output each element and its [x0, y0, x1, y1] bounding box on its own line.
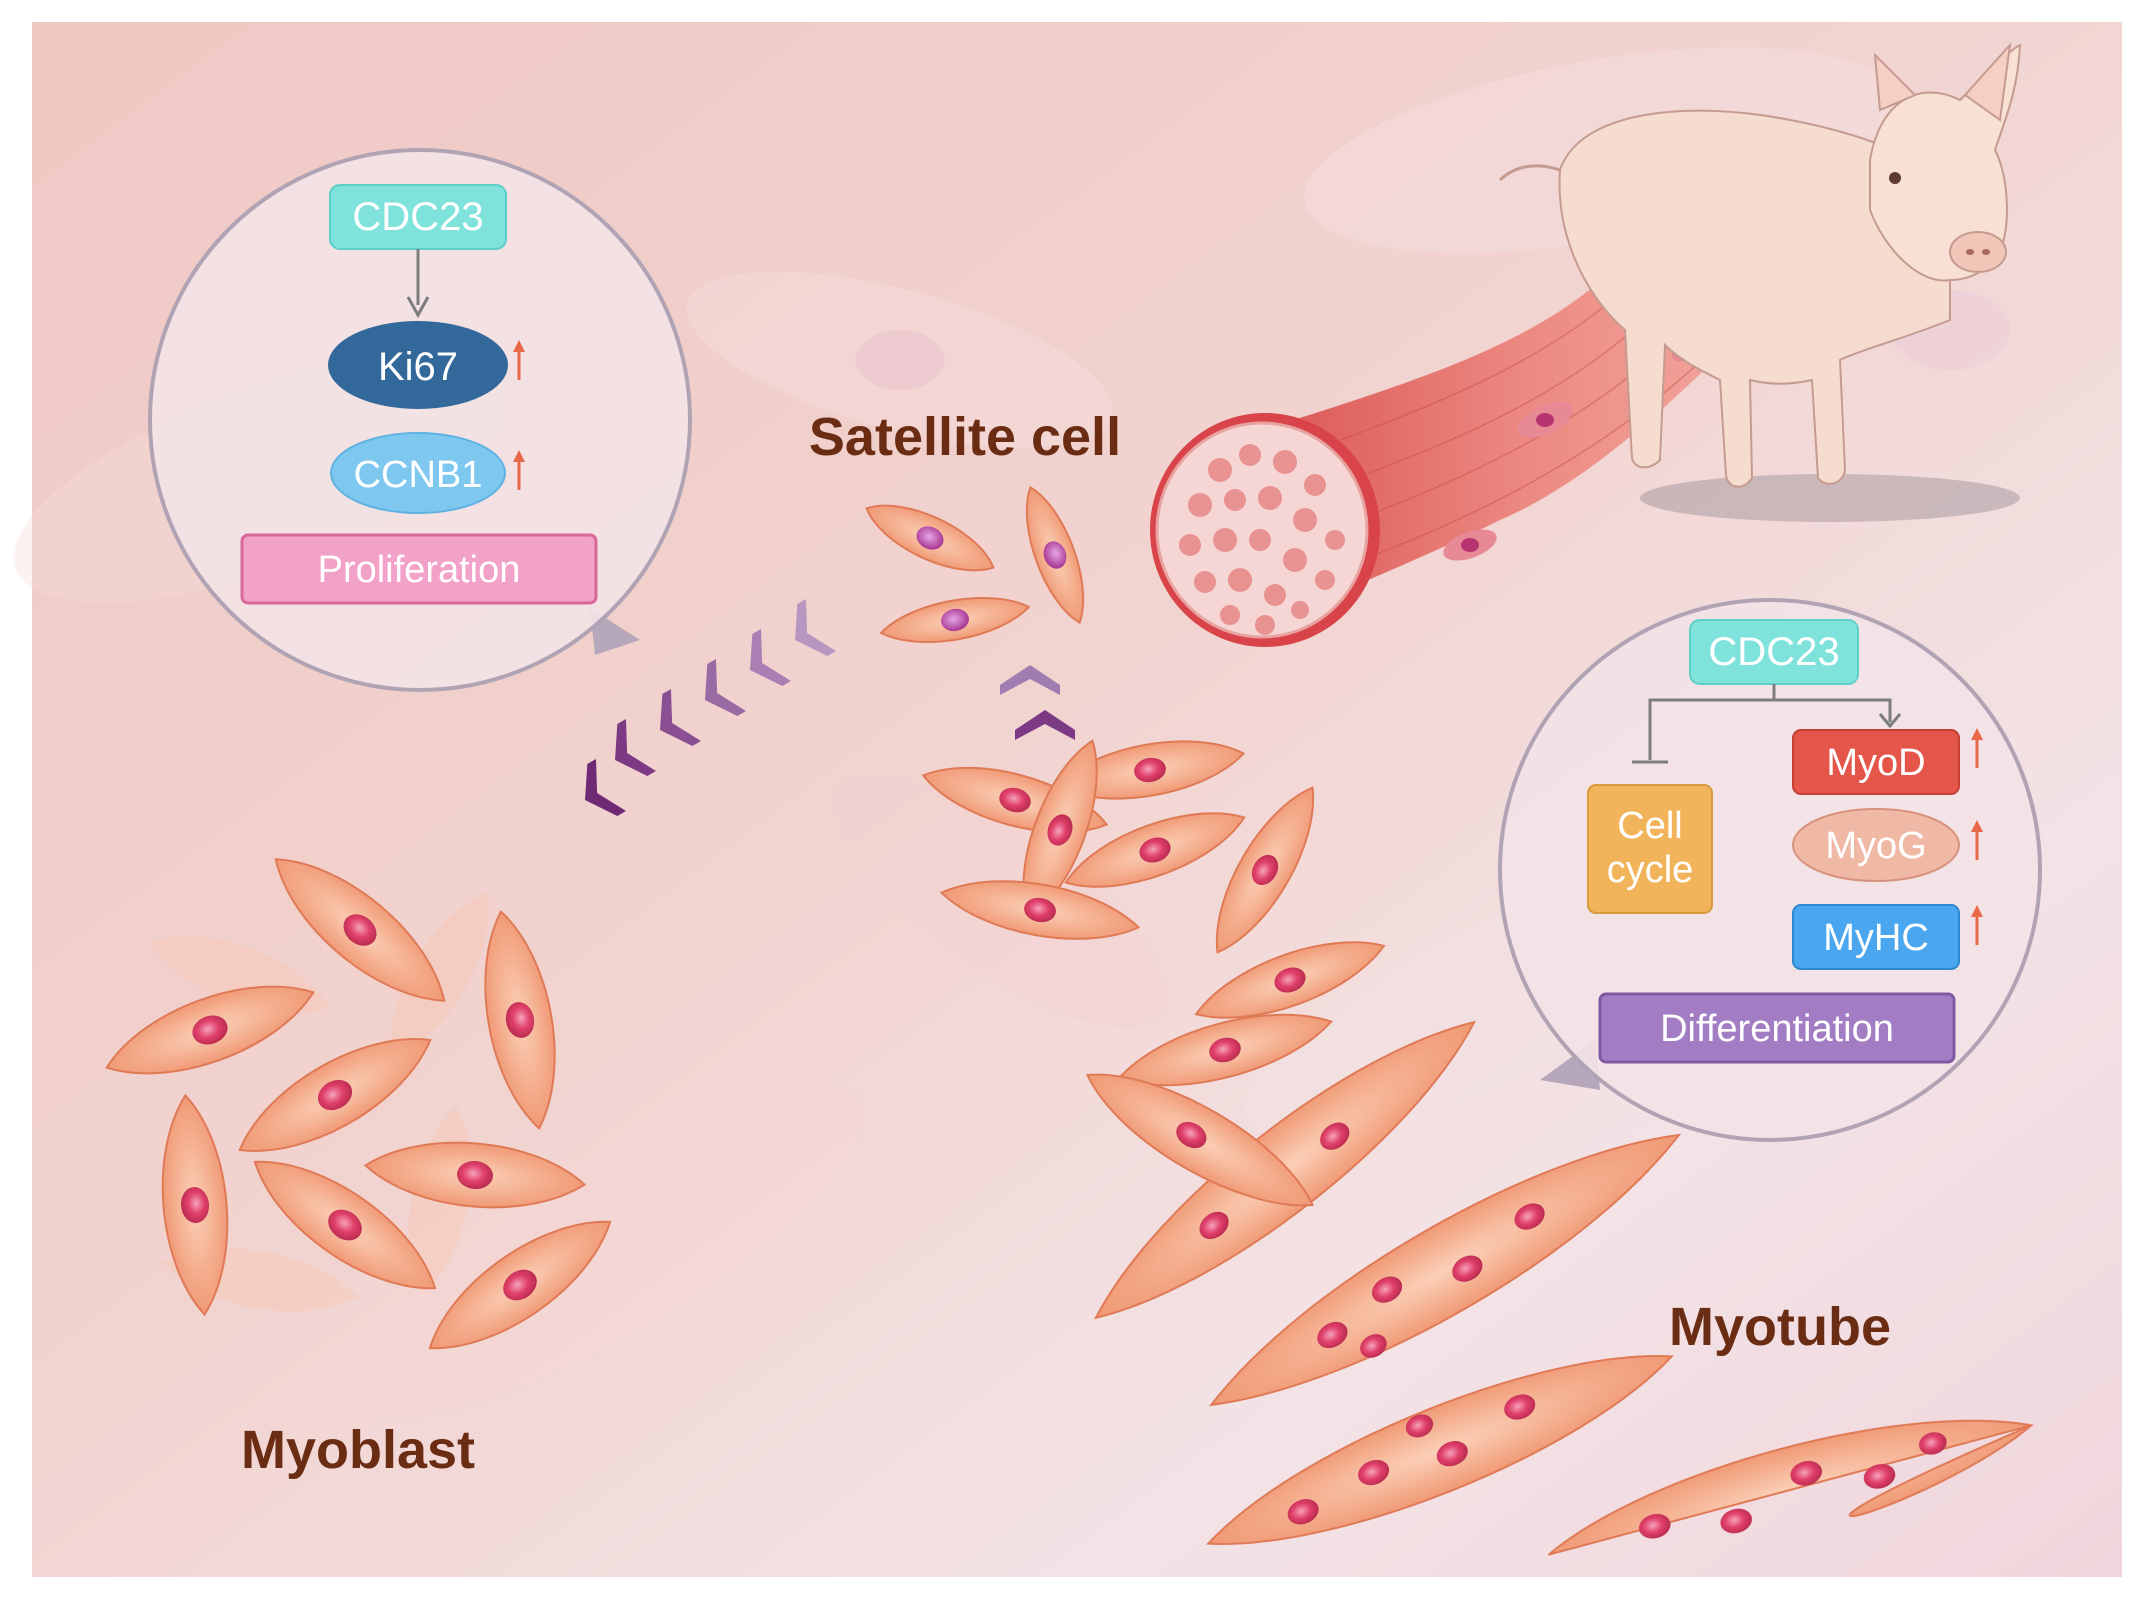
chevron-arrows-proliferation [585, 599, 836, 816]
proliferation-callout [148, 148, 692, 692]
label-myotube: Myotube [1669, 1297, 1891, 1357]
label-myhc: MyHC [1823, 917, 1929, 959]
myhc-box [1792, 904, 1960, 970]
chevron-arrow-icon [1015, 710, 1075, 740]
ki67-oval [328, 321, 508, 409]
myoblast-cluster [105, 858, 612, 1350]
label-myog: MyoG [1825, 825, 1926, 867]
myotube-cluster [1085, 1020, 2034, 1556]
label-ccnb1: CCNB1 [354, 454, 483, 496]
ccnb1-oval [330, 432, 506, 514]
pig-illustration [1498, 41, 2022, 522]
chevron-arrows-differentiation [1000, 665, 1075, 740]
label-satellite-cell: Satellite cell [809, 407, 1121, 467]
cell-cycle-box [1587, 784, 1713, 914]
chevron-arrow-icon [750, 629, 791, 686]
chevron-arrow-icon [795, 599, 836, 656]
label-differentiation: Differentiation [1660, 1008, 1894, 1050]
differentiation-box [1598, 992, 1956, 1064]
chevron-arrow-icon [705, 659, 746, 716]
label-cdc23-diff: CDC23 [1708, 630, 1839, 674]
label-cell-cycle-line1: Cell [1617, 805, 1682, 847]
differentiating-cells [921, 739, 1386, 1087]
chevron-arrow-icon [585, 759, 626, 816]
chevron-arrow-icon [660, 689, 701, 746]
satellite-cell-group [865, 485, 1085, 644]
chevron-arrow-icon [615, 719, 656, 776]
label-cell-cycle-line2: cycle [1607, 849, 1694, 891]
chevron-arrow-icon [1000, 665, 1060, 695]
label-myod: MyoD [1826, 742, 1925, 784]
label-myoblast: Myoblast [241, 1420, 475, 1480]
proliferation-box [240, 533, 598, 605]
differentiation-callout [1498, 598, 2042, 1142]
label-ki67: Ki67 [378, 345, 458, 389]
label-cdc23-prolif: CDC23 [352, 195, 483, 239]
label-proliferation: Proliferation [318, 549, 521, 591]
myog-oval [1792, 808, 1960, 882]
myod-box [1792, 729, 1960, 795]
